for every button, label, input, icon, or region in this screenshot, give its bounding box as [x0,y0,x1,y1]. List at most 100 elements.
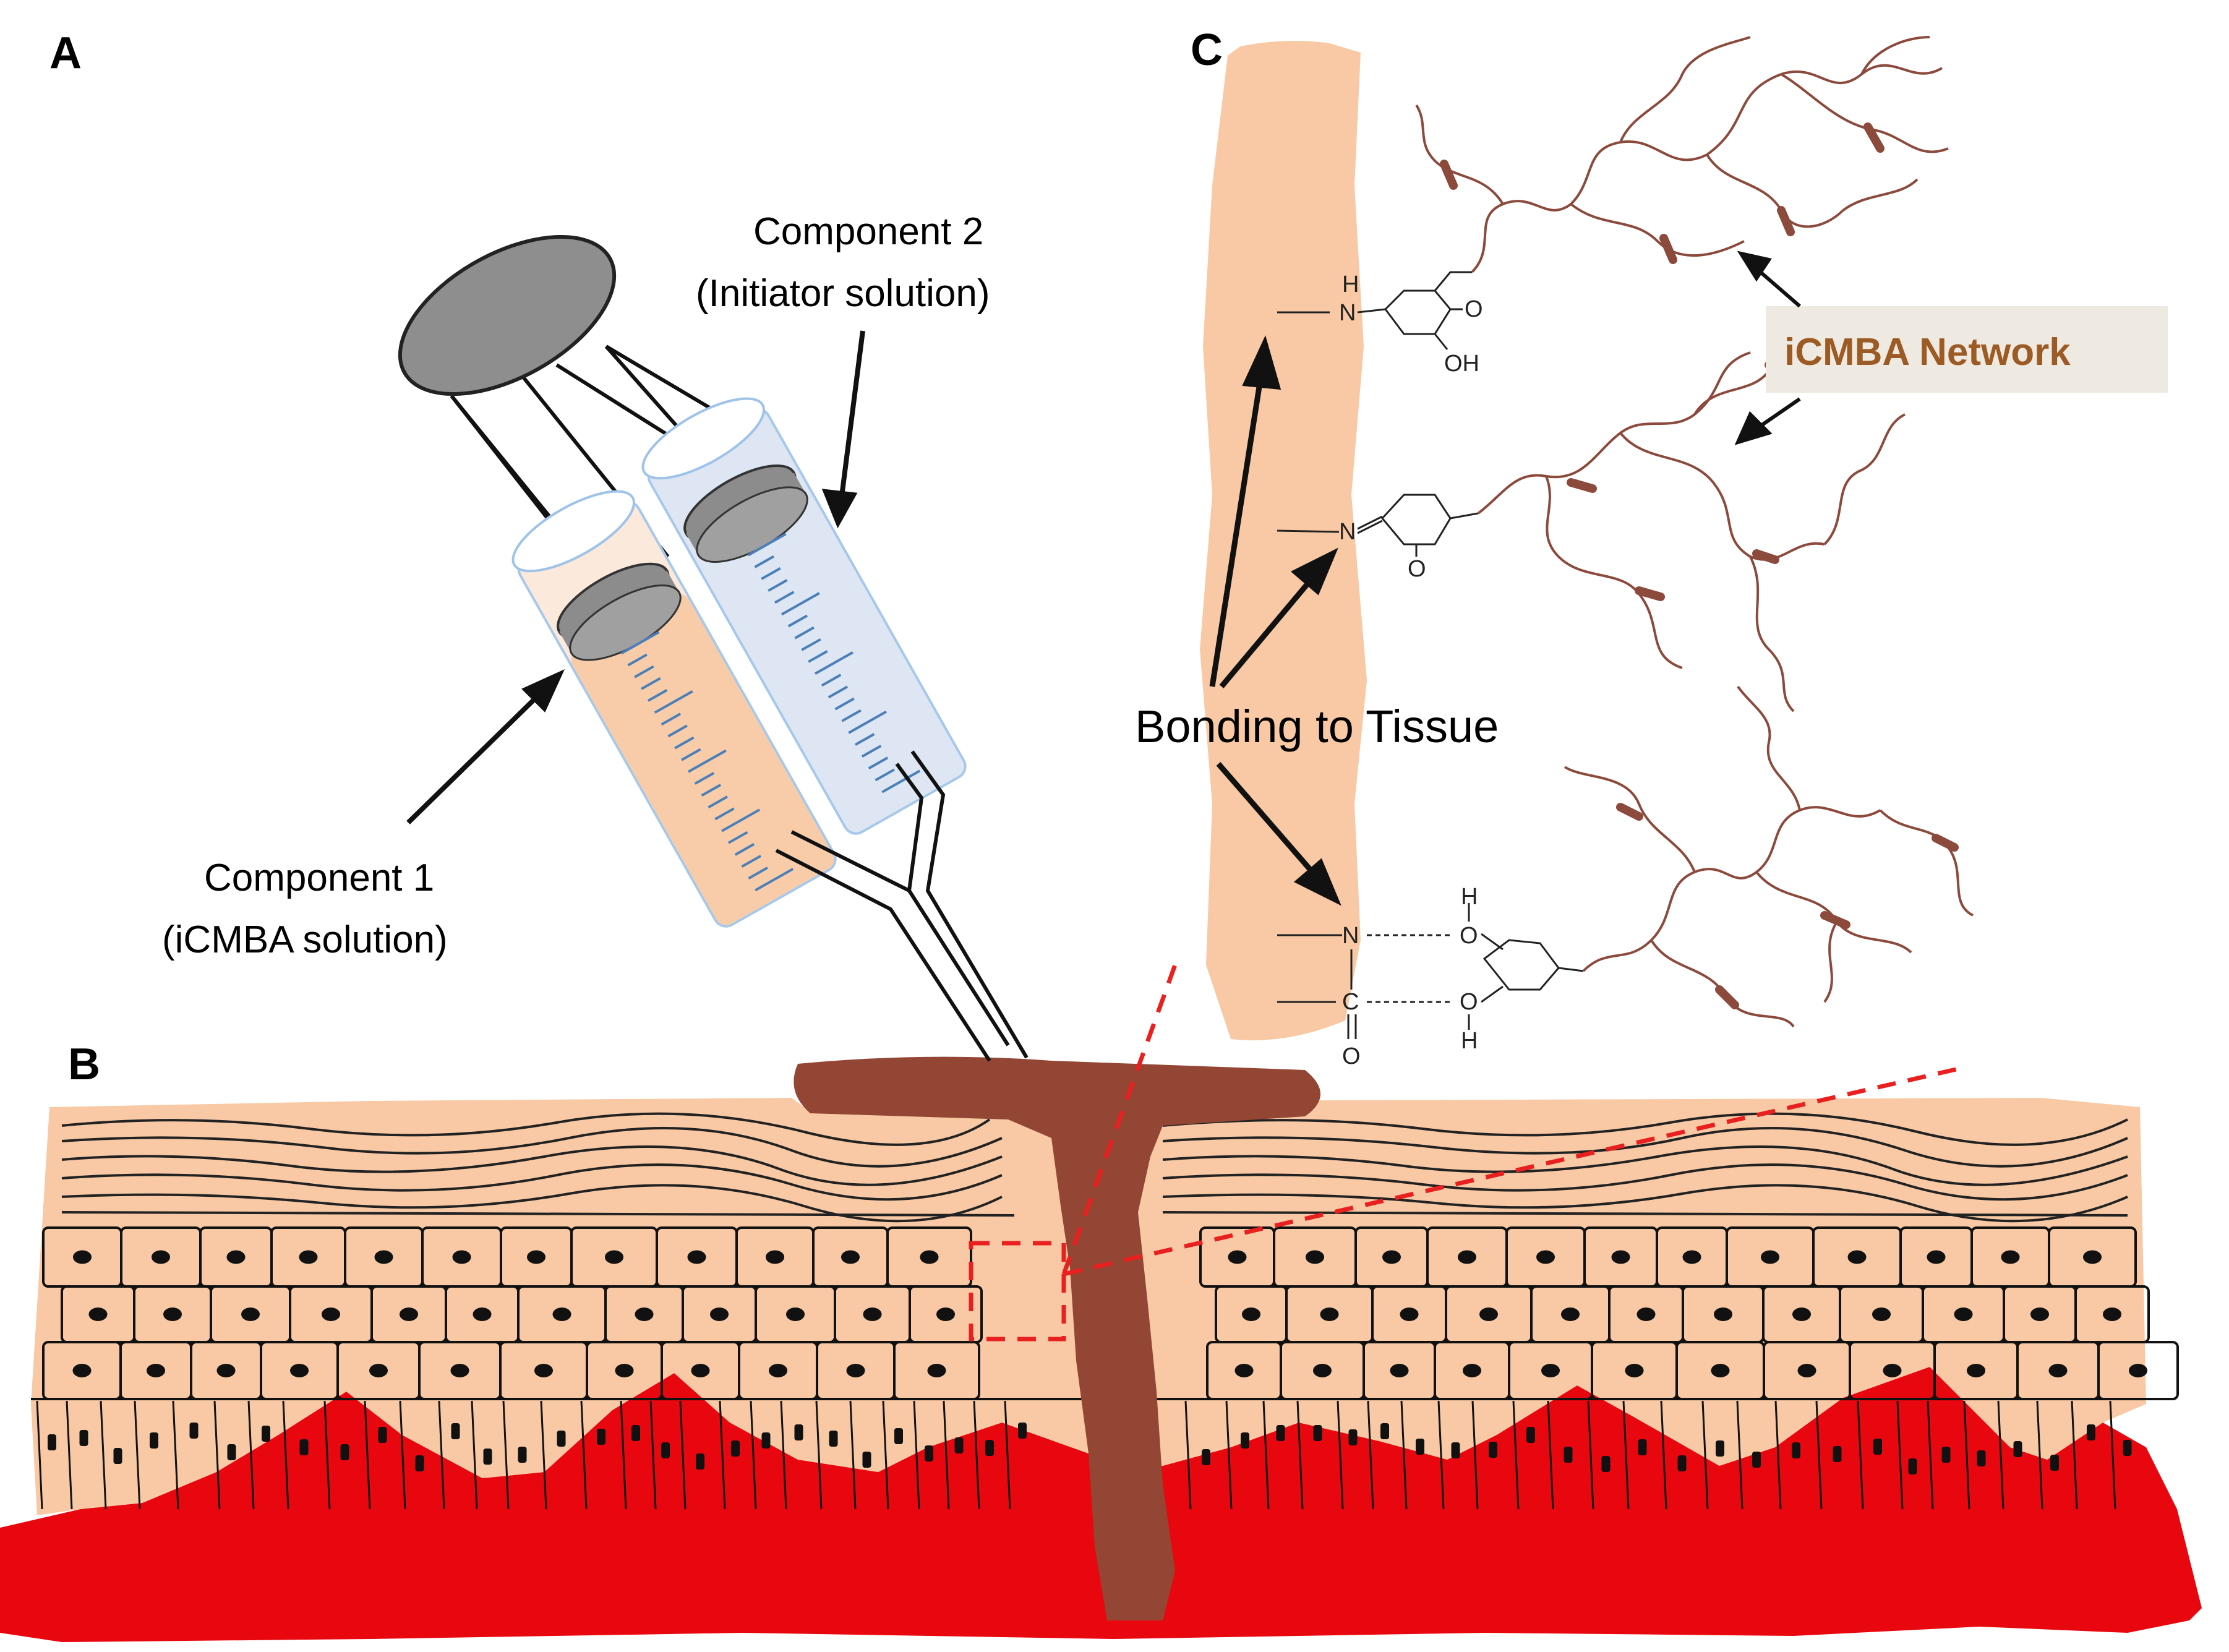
basal-nucleus [954,1437,964,1453]
chem-n-upper: N [1339,300,1356,326]
cell-nucleus [635,1307,654,1321]
cell-nucleus [1682,1250,1701,1264]
cell-nucleus [1536,1250,1555,1264]
cell-nucleus [2030,1307,2049,1321]
basal-nucleus [299,1439,309,1455]
chem-o-lower: O [1342,1043,1361,1069]
cell-nucleus [216,1364,236,1377]
syringe-tick [708,795,728,809]
basal-cell-wall [2109,1400,2116,1510]
cell-nucleus [927,1364,946,1377]
basal-nucleus [1276,1425,1285,1441]
cell-nucleus [1625,1364,1644,1377]
chem-o-top: O [1460,923,1478,949]
basal-nucleus [1977,1450,1986,1466]
basal-cell-wall [1184,1400,1192,1510]
basal-nucleus [761,1432,771,1449]
cell-nucleus [450,1364,469,1377]
basal-cell-wall [502,1400,510,1510]
syringe-tick [714,807,735,821]
cell-nucleus [863,1307,882,1321]
cell-nucleus [1463,1364,1481,1377]
panel-label-a: A [49,28,82,78]
cell-nucleus [400,1307,418,1321]
cell-nucleus [534,1364,553,1377]
cell-nucleus [691,1364,710,1377]
panel-label-b: B [68,1040,100,1089]
cell-nucleus [1967,1364,1985,1377]
basal-nucleus [829,1431,838,1447]
chem-n-lower: N [1342,923,1359,949]
cell-nucleus [1234,1364,1254,1377]
cell-nucleus [299,1250,318,1264]
cell-nucleus [322,1307,340,1321]
basal-cell-wall [100,1400,107,1510]
cell-nucleus [452,1250,471,1264]
zoom-indicator [969,964,1967,1342]
cell-nucleus [290,1364,309,1377]
basal-cell-wall [282,1400,289,1510]
y-connector [775,750,1029,1062]
chem-h-bottom: H [1461,1028,1478,1054]
cell-nucleus [152,1250,170,1264]
syringe-tick [834,697,855,711]
chemical-structures [1277,271,1584,1039]
basal-nucleus [150,1432,158,1449]
basal-cell-wall [913,1400,920,1510]
basal-cell-wall [2036,1400,2043,1510]
cell-nucleus [920,1250,939,1264]
chem-o-middle: O [1408,556,1426,582]
basal-cell-wall [1622,1400,1630,1510]
chem-h-upper: H [1342,272,1359,297]
basal-nucleus [1018,1423,1027,1439]
syringe-tick [848,710,888,734]
basal-nucleus [862,1452,871,1468]
basal-nucleus [631,1425,640,1441]
syringe-tick [801,638,821,651]
cell-nucleus [1792,1307,1811,1321]
cell-nucleus [936,1307,955,1321]
syringe-tick [687,749,727,773]
basal-nucleus [894,1428,903,1444]
basal-cell-wall [1587,1400,1594,1510]
syringe-tick [768,579,788,592]
syringe-tick [821,674,842,687]
network-crosslinks [1440,122,1959,1009]
basal-cell-wall [1736,1400,1743,1510]
barrel-component-1 [511,490,837,928]
basal-nucleus [79,1430,88,1446]
syringe-tick [647,689,668,702]
basal-nucleus [483,1449,492,1465]
basal-cell-wall [364,1400,371,1510]
chem-o-upper: O [1465,296,1483,322]
syringe-tick [674,736,695,750]
basal-cell-wall [1400,1400,1408,1510]
cell-nucleus [1390,1364,1409,1377]
basal-nucleus [597,1429,605,1445]
basal-nucleus [1752,1452,1761,1468]
dual-syringe [398,234,1029,1062]
basal-nucleus [1489,1442,1497,1458]
basal-cell-wall [973,1400,980,1510]
cell-nucleus [769,1364,787,1377]
basal-nucleus [378,1427,387,1443]
basal-cell-wall [1896,1400,1904,1510]
syringe-tick [634,665,654,678]
basal-cell-wall [1857,1400,1864,1510]
component1-subtitle: (iCMBA solution) [162,918,448,961]
cell-nucleus [473,1307,492,1321]
basal-cell-wall [780,1400,787,1510]
stratum-corneum-lines [61,1112,2128,1223]
syringe-tick [841,709,862,722]
syringe-tick [814,651,854,675]
cell-nucleus [369,1364,388,1377]
basal-nucleus [2087,1424,2095,1440]
basal-nucleus [1677,1455,1687,1471]
syringe-tick [787,614,808,628]
basal-cell-wall [750,1400,757,1510]
basal-nucleus [1941,1447,1951,1463]
syringe-tick [748,867,768,879]
network-label-box [1766,306,2168,393]
basal-nucleus [1348,1429,1358,1445]
